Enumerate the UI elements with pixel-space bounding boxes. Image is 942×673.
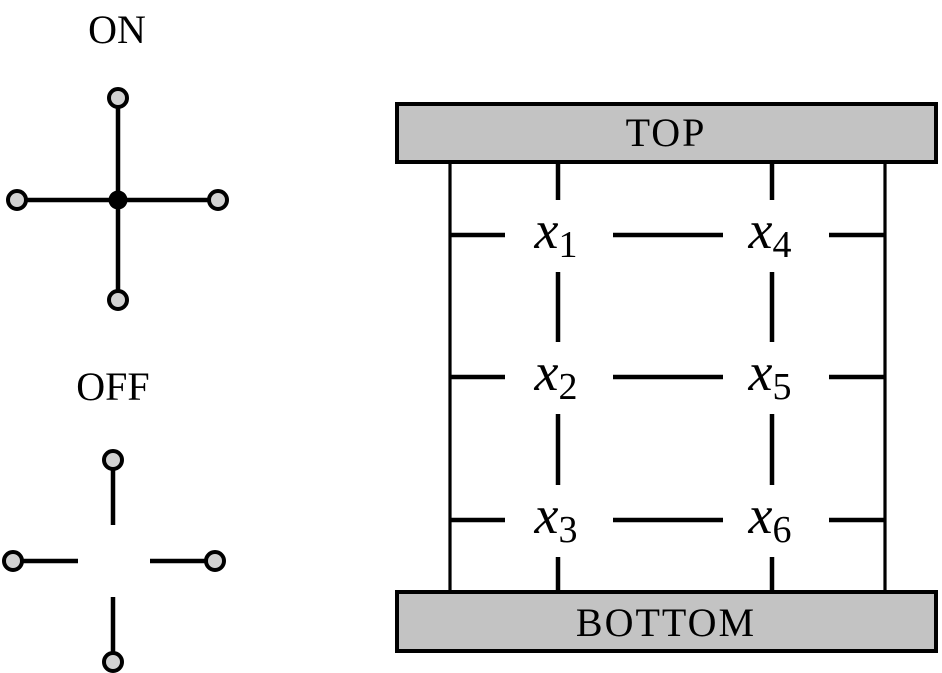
- terminal-node: [102, 651, 124, 673]
- switch-label-x3: x3: [534, 485, 578, 551]
- terminal-node: [2, 550, 24, 572]
- top-bar-label: TOP: [626, 110, 707, 155]
- bottom-bar: [395, 590, 938, 653]
- closed-contact-dot: [108, 190, 128, 210]
- switch-label-x6: x6: [748, 485, 792, 551]
- switch-label-x5: x5: [748, 342, 792, 408]
- switch-label-x2: x2: [534, 342, 578, 408]
- top-bar: [395, 102, 938, 164]
- terminal-node: [107, 289, 129, 311]
- terminal-node: [107, 87, 129, 109]
- terminal-node: [204, 550, 226, 572]
- switch-label-x4: x4: [748, 200, 792, 266]
- legend-off-symbol: OFF: [2, 364, 226, 673]
- terminal-node: [102, 449, 124, 471]
- switch-label-x1: x1: [534, 200, 578, 266]
- switch-network: TOP BOTTOM x1 x2 x3 x4 x5 x6: [395, 102, 938, 653]
- on-label: ON: [88, 7, 146, 52]
- terminal-node: [6, 189, 28, 211]
- off-label: OFF: [76, 364, 149, 409]
- terminal-node: [207, 189, 229, 211]
- bottom-bar-label: BOTTOM: [576, 600, 756, 645]
- legend-on-symbol: ON: [6, 7, 229, 311]
